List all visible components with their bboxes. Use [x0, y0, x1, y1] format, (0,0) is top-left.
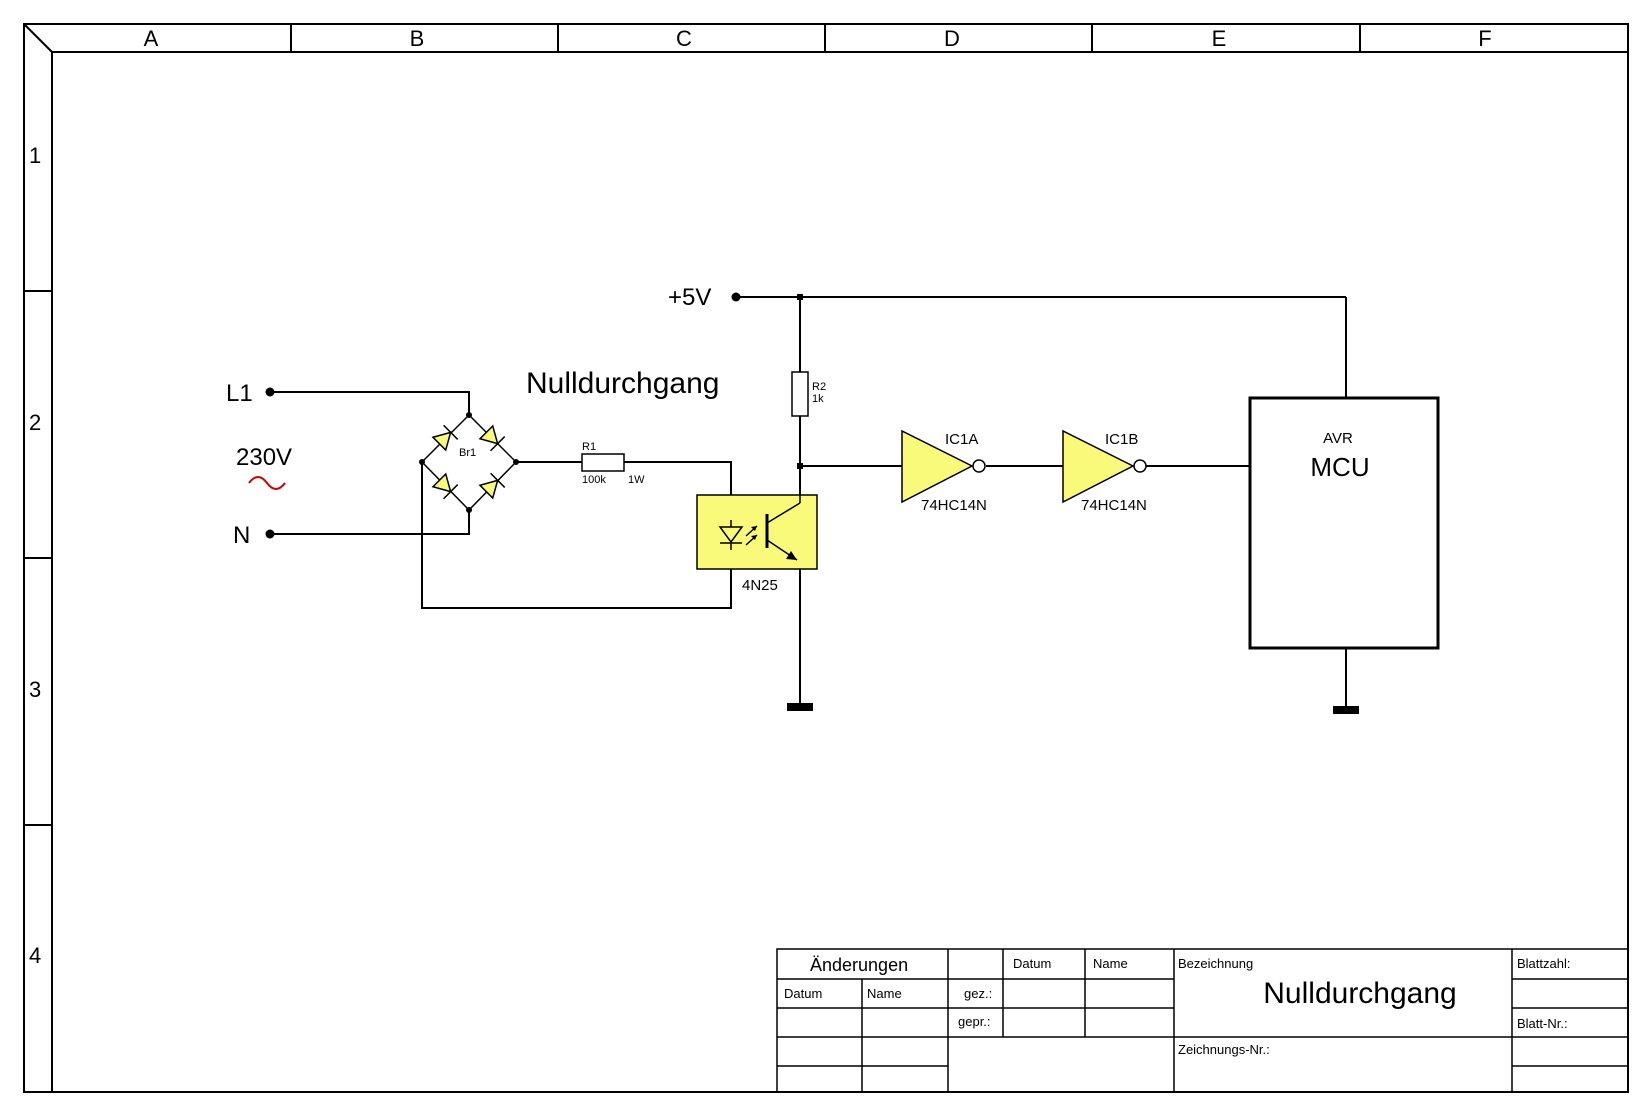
r2-value: 1k	[812, 393, 824, 405]
mcu-name-label: MCU	[1310, 452, 1369, 482]
row-label-4: 4	[29, 943, 41, 968]
row-labels: 1 2 3 4	[29, 143, 41, 968]
bridge-diode-icon	[478, 424, 506, 452]
sheet-count-label: Blattzahl:	[1517, 956, 1570, 971]
bridge-diode-icon	[478, 472, 506, 500]
column-label-c: C	[676, 26, 692, 51]
voltage-label: 230V	[236, 444, 292, 471]
column-label-a: A	[144, 26, 159, 51]
neutral-label: N	[233, 522, 250, 549]
column-labels: A B C D E F	[144, 26, 1492, 51]
mcu-top-label: AVR	[1323, 430, 1353, 447]
column-label-b: B	[410, 26, 425, 51]
optocoupler-label: 4N25	[742, 577, 778, 594]
supply-label: +5V	[668, 284, 711, 311]
bridge-label: Br1	[459, 447, 476, 459]
checked-label: gepr.:	[958, 1014, 991, 1029]
terminal-supply	[731, 292, 741, 302]
inverter-ic1a: IC1A 74HC14N	[901, 429, 987, 514]
ic1b-name: IC1B	[1105, 431, 1138, 448]
bridge-diode-icon	[431, 472, 459, 500]
bridge-diode-icon	[431, 424, 459, 452]
drawn-label: gez.:	[964, 986, 992, 1001]
wire-n-to-bridge	[270, 510, 470, 535]
ic1a-part: 74HC14N	[921, 497, 987, 514]
designation-label: Bezeichnung	[1178, 956, 1253, 971]
row-label-1: 1	[29, 143, 41, 168]
ac-wave-icon	[248, 476, 286, 490]
designation-value: Nulldurchgang	[1263, 977, 1456, 1010]
changes-name-col: Name	[867, 986, 902, 1001]
optocoupler: 4N25	[696, 494, 818, 594]
ic1b-part: 74HC14N	[1081, 497, 1147, 514]
title-block: Änderungen Datum Name gez.: gepr.: Datum…	[776, 948, 1629, 1093]
r1-power: 1W	[628, 474, 645, 486]
row-label-2: 2	[29, 410, 41, 435]
terminal-n	[265, 529, 275, 539]
wire-bridge-return	[421, 462, 732, 609]
inverter-ic1b: IC1B 74HC14N	[1062, 429, 1147, 514]
wire-l1-to-bridge	[270, 391, 470, 415]
date-header: Datum	[1013, 956, 1051, 971]
resistor-r2: R2 1k	[791, 371, 826, 417]
ground-icon	[1333, 706, 1359, 714]
changes-header: Änderungen	[810, 955, 908, 975]
row-label-3: 3	[29, 677, 41, 702]
r2-name: R2	[812, 381, 826, 393]
column-label-f: F	[1478, 26, 1491, 51]
mcu-block: AVR MCU	[1248, 396, 1440, 650]
terminals	[265, 292, 803, 539]
drawing-number-label: Zeichnungs-Nr.:	[1178, 1042, 1270, 1057]
column-label-e: E	[1212, 26, 1227, 51]
changes-date-col: Datum	[784, 986, 822, 1001]
ic1a-name: IC1A	[945, 431, 978, 448]
ground-icon	[787, 703, 813, 711]
l1-label: L1	[226, 380, 253, 407]
r1-value: 100k	[582, 474, 606, 486]
r1-name: R1	[582, 441, 596, 453]
bridge-rectifier: Br1	[419, 412, 519, 513]
junction-supply	[797, 294, 803, 300]
name-header: Name	[1093, 956, 1128, 971]
junction-node	[797, 463, 803, 469]
terminal-l1	[265, 387, 275, 397]
resistor-r1: R1 100k 1W	[581, 441, 645, 486]
schematic-title: Nulldurchgang	[526, 367, 719, 400]
column-label-d: D	[944, 26, 960, 51]
sheet-number-label: Blatt-Nr.:	[1517, 1016, 1568, 1031]
